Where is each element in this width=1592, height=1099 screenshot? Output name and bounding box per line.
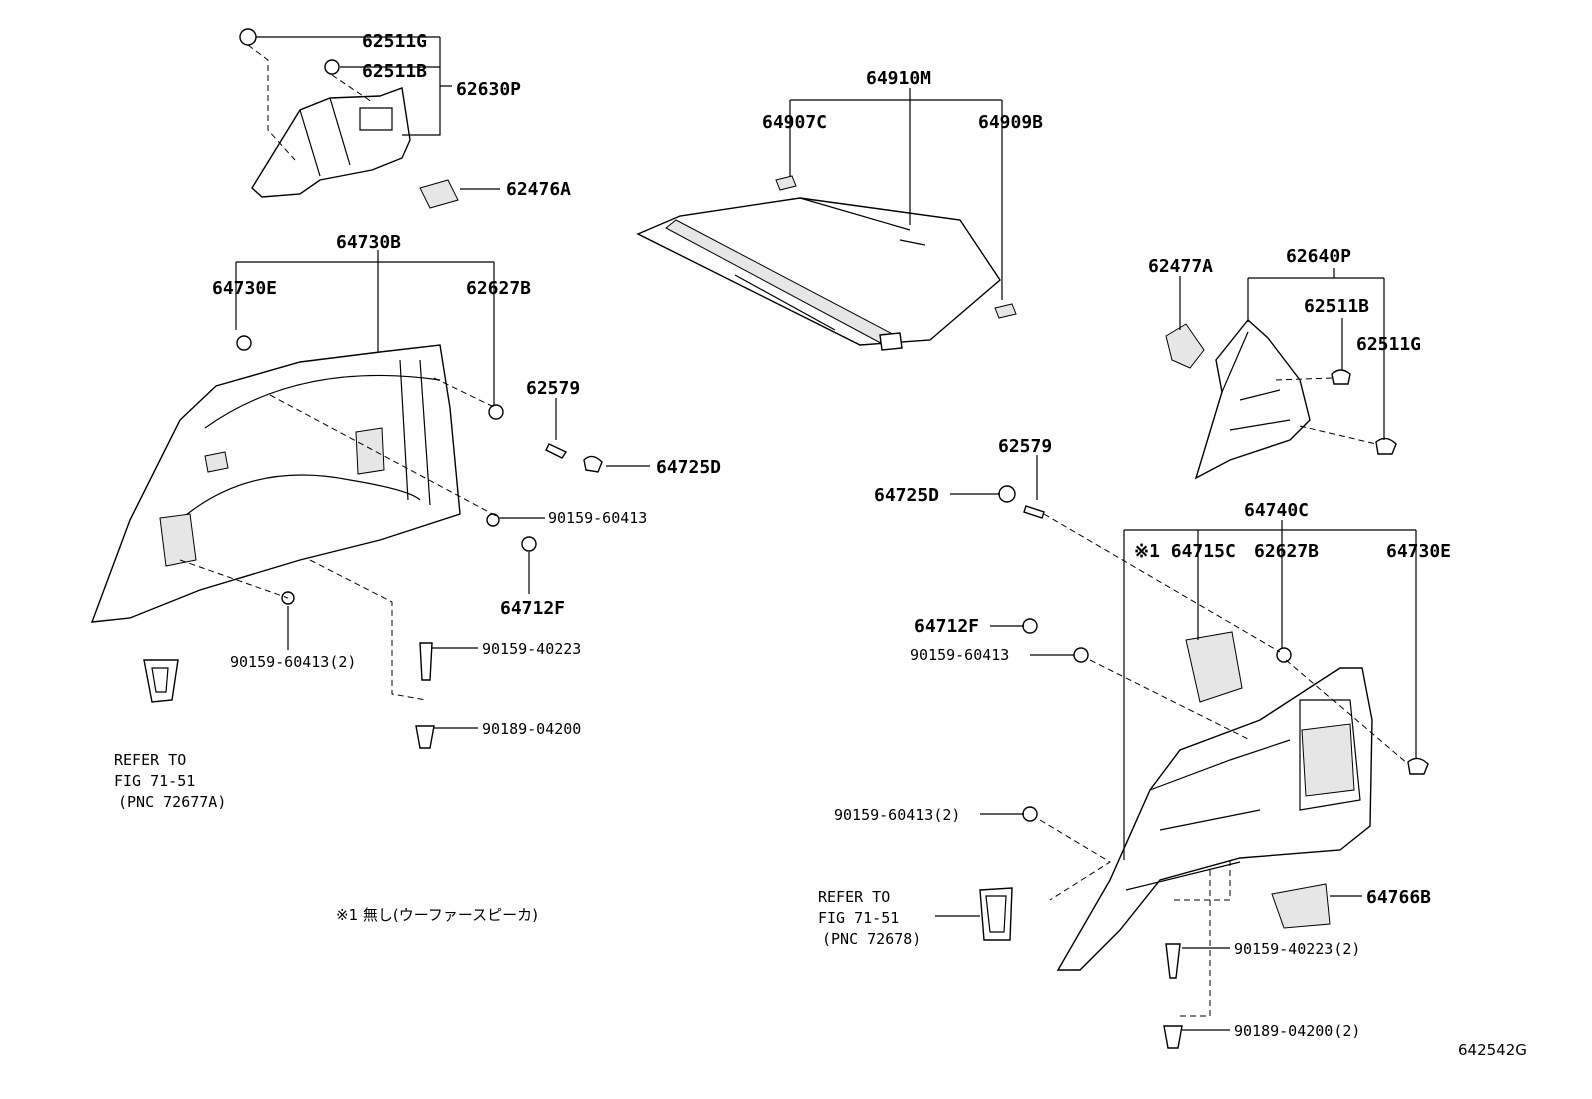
label-62511G-right: 62511G <box>1356 334 1421 355</box>
label-90159-60413-2-right: 90159-60413(2) <box>834 806 960 824</box>
upper-left-pillar-assembly <box>239 28 500 209</box>
label-62511B-top: 62511B <box>362 61 427 82</box>
label-62579-right: 62579 <box>998 436 1052 457</box>
refer-left-line-1: REFER TO <box>114 751 186 769</box>
label-90189-04200-2-right: 90189-04200(2) <box>1234 1022 1360 1040</box>
label-62627B-left: 62627B <box>466 278 531 299</box>
refer-right-line-2: FIG 71-51 <box>818 909 899 927</box>
label-62579-left: 62579 <box>526 378 580 399</box>
right-quarter-trim-assembly <box>935 455 1429 1049</box>
label-62476A: 62476A <box>506 179 571 200</box>
refer-note-right: REFER TO FIG 71-51 (PNC 72678) <box>818 888 921 948</box>
label-62511B-right: 62511B <box>1304 296 1369 317</box>
label-62477A: 62477A <box>1148 256 1213 277</box>
label-90159-40223-left: 90159-40223 <box>482 640 581 658</box>
label-62630P: 62630P <box>456 79 521 100</box>
label-64910M: 64910M <box>866 68 931 89</box>
refer-right-line-1: REFER TO <box>818 888 890 906</box>
diagram-id: 642542G <box>1458 1041 1527 1059</box>
label-62511G-top: 62511G <box>362 31 427 52</box>
label-64909B: 64909B <box>978 112 1043 133</box>
label-62640P: 62640P <box>1286 246 1351 267</box>
refer-left-line-3: (PNC 72677A) <box>118 793 226 811</box>
label-64712F-left: 64712F <box>500 598 565 619</box>
label-64725D-right: 64725D <box>874 485 939 506</box>
label-64725D-left: 64725D <box>656 457 721 478</box>
footnote-jp: ※1 無し(ウーファースピーカ) <box>336 906 538 924</box>
label-62627B-right: 62627B <box>1254 541 1319 562</box>
label-64740C: 64740C <box>1244 500 1309 521</box>
left-quarter-trim-assembly <box>90 250 650 749</box>
label-90159-40223-2-right: 90159-40223(2) <box>1234 940 1360 958</box>
label-64730E-right: 64730E <box>1386 541 1451 562</box>
label-64712F-right: 64712F <box>914 616 979 637</box>
label-64730B: 64730B <box>336 232 401 253</box>
refer-left-line-2: FIG 71-51 <box>114 772 195 790</box>
label-90159-60413-left: 90159-60413 <box>548 509 647 527</box>
label-64766B: 64766B <box>1366 887 1431 908</box>
label-64715C: ※1 64715C <box>1134 541 1236 562</box>
label-64907C: 64907C <box>762 112 827 133</box>
label-90159-60413-right: 90159-60413 <box>910 646 1009 664</box>
label-90189-04200-left: 90189-04200 <box>482 720 581 738</box>
upper-right-pillar-assembly <box>1165 268 1397 480</box>
tonneau-cover-assembly <box>636 88 1017 351</box>
label-90159-60413-2-left: 90159-60413(2) <box>230 653 356 671</box>
refer-right-line-3: (PNC 72678) <box>822 930 921 948</box>
refer-note-left: REFER TO FIG 71-51 (PNC 72677A) <box>114 751 226 811</box>
label-64730E-left: 64730E <box>212 278 277 299</box>
